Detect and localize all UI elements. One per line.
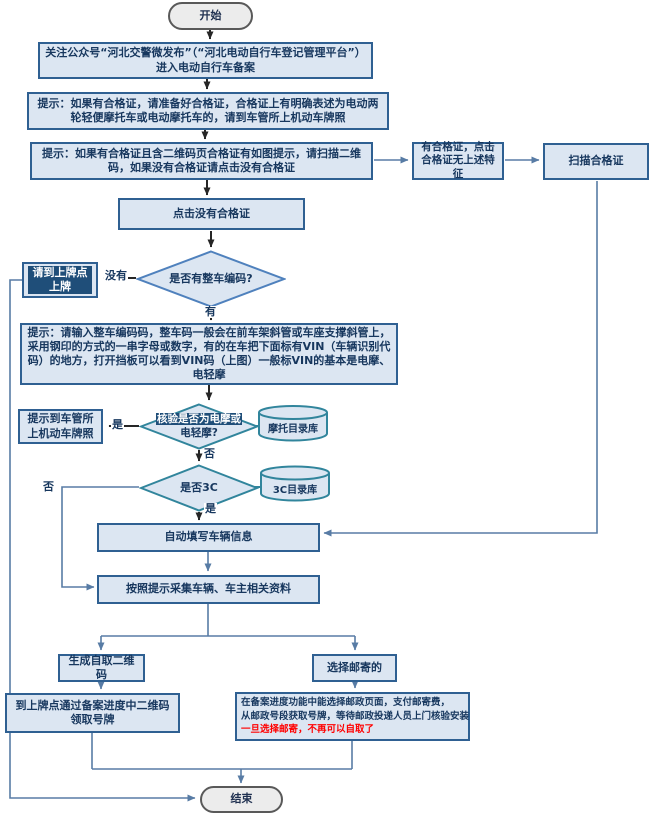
- node-mail-detail-line3: 一旦选择邮寄，不再可以自取了: [241, 724, 375, 736]
- node-pickup-plate: 到上牌点通过备案进度中二维码领取号牌: [5, 693, 180, 733]
- edge-label-3c-yes: 是: [204, 502, 217, 516]
- node-moto-db-label: 摩托目录库: [268, 424, 318, 435]
- node-decision-3c: 是否3C: [139, 464, 259, 512]
- node-scan-cert: 扫描合格证: [543, 143, 649, 180]
- node-collect-info: 按照提示采集车辆、车主相关资料: [97, 575, 320, 604]
- node-has-cert: 有合格证，点击合格证无上述特征: [412, 140, 504, 180]
- edge-scan-to-autofill: [323, 181, 598, 537]
- node-start-label: 开始: [199, 8, 222, 22]
- node-follow-account-label: 关注公众号“河北交警微发布”（“河北电动自行车登记管理平台”）进入电动自行车备案: [45, 46, 366, 74]
- node-tip-certificate-label: 提示：如果有合格证，请准备好合格证，合格证上有明确表述为电动两轮轻便摩托车或电动…: [37, 96, 379, 124]
- edge-label-emoto-yes: 是: [111, 418, 124, 432]
- node-gen-qr: 生成自取二维码: [58, 654, 145, 682]
- node-gen-qr-label: 生成自取二维码: [68, 653, 135, 681]
- node-tip-dmv: 提示到车管所上机动车牌照: [18, 409, 103, 444]
- node-mail-detail: 在备案进度功能中能选择邮政页面，支付邮寄费， 从邮政号段获取号牌，等待邮政投递人…: [235, 692, 470, 741]
- node-auto-fill-label: 自动填写车辆信息: [164, 530, 253, 544]
- node-moto-db: 摩托目录库: [257, 404, 329, 442]
- node-go-plate-point-label: 请到上牌点上牌: [28, 265, 92, 295]
- node-decision-emoto: 核验是否为电摩或电轻摩?: [139, 403, 259, 450]
- node-collect-info-label: 按照提示采集车辆、车主相关资料: [126, 582, 291, 596]
- decision-emoto-rest-text: 电轻摩?: [180, 426, 218, 439]
- moto-db-shape: [258, 405, 328, 442]
- edge-label-has-code: 有: [204, 305, 217, 319]
- node-3c-db-label: 3C目录库: [272, 484, 318, 496]
- node-tip-dmv-label: 提示到车管所上机动车牌照: [27, 412, 94, 440]
- node-go-plate-point: 请到上牌点上牌: [22, 262, 98, 298]
- node-choose-mail-label: 选择邮寄的: [327, 660, 382, 674]
- edge-plate-point-to-end: [9, 279, 196, 802]
- decision-3c-shape: [139, 464, 259, 512]
- node-decision-vehicle-code: 是否有整车编码?: [136, 250, 286, 308]
- node-decision-vehicle-code-label: 是否有整车编码?: [169, 272, 253, 286]
- node-click-no-cert-label: 点击没有合格证: [173, 206, 250, 220]
- 3c-db-shape: [260, 465, 330, 502]
- node-mail-detail-line2: 从邮政号段获取号牌，等待邮政投递人员上门核验安装: [241, 710, 470, 722]
- node-tip-input-code-label: 提示：请输入整车编码码，整车码一般会在前车架斜管或车座支撑斜管上，采用钢印的方式…: [27, 325, 391, 382]
- edge-label-no-code: 没有: [104, 269, 128, 283]
- node-end: 结束: [200, 786, 283, 813]
- node-auto-fill: 自动填写车辆信息: [97, 523, 320, 552]
- decision-emoto-highlighted-text: 核验是否为电摩或: [156, 413, 242, 426]
- node-3c-db: 3C目录库: [259, 465, 331, 502]
- node-decision-3c-label: 是否3C: [180, 481, 218, 495]
- edge-label-3c-no: 否: [42, 480, 55, 494]
- node-has-cert-label: 有合格证，点击合格证无上述特征: [421, 140, 495, 180]
- node-pickup-plate-label: 到上牌点通过备案进度中二维码领取号牌: [15, 698, 170, 726]
- node-tip-qrcode-label: 提示：如果有合格证且含二维码页合格证有如图提示，请扫描二维码，如果没有合格证请点…: [42, 146, 361, 174]
- node-mail-detail-line1: 在备案进度功能中能选择邮政页面，支付邮寄费，: [241, 696, 451, 708]
- node-follow-account: 关注公众号“河北交警微发布”（“河北电动自行车登记管理平台”）进入电动自行车备案: [38, 42, 373, 79]
- edge-label-emoto-no: 否: [203, 447, 216, 461]
- node-start: 开始: [168, 2, 253, 30]
- node-tip-certificate: 提示：如果有合格证，请准备好合格证，合格证上有明确表述为电动两轮轻便摩托车或电动…: [27, 92, 389, 130]
- node-click-no-cert: 点击没有合格证: [118, 198, 305, 230]
- node-scan-cert-label: 扫描合格证: [568, 154, 624, 168]
- node-end-label: 结束: [230, 792, 253, 806]
- node-tip-input-code: 提示：请输入整车编码码，整车码一般会在前车架斜管或车座支撑斜管上，采用钢印的方式…: [20, 323, 398, 385]
- edge-decision3-no: [61, 486, 139, 591]
- node-choose-mail: 选择邮寄的: [312, 654, 397, 682]
- node-tip-qrcode: 提示：如果有合格证且含二维码页合格证有如图提示，请扫描二维码，如果没有合格证请点…: [30, 142, 373, 180]
- node-decision-emoto-label: 核验是否为电摩或电轻摩?: [139, 403, 259, 450]
